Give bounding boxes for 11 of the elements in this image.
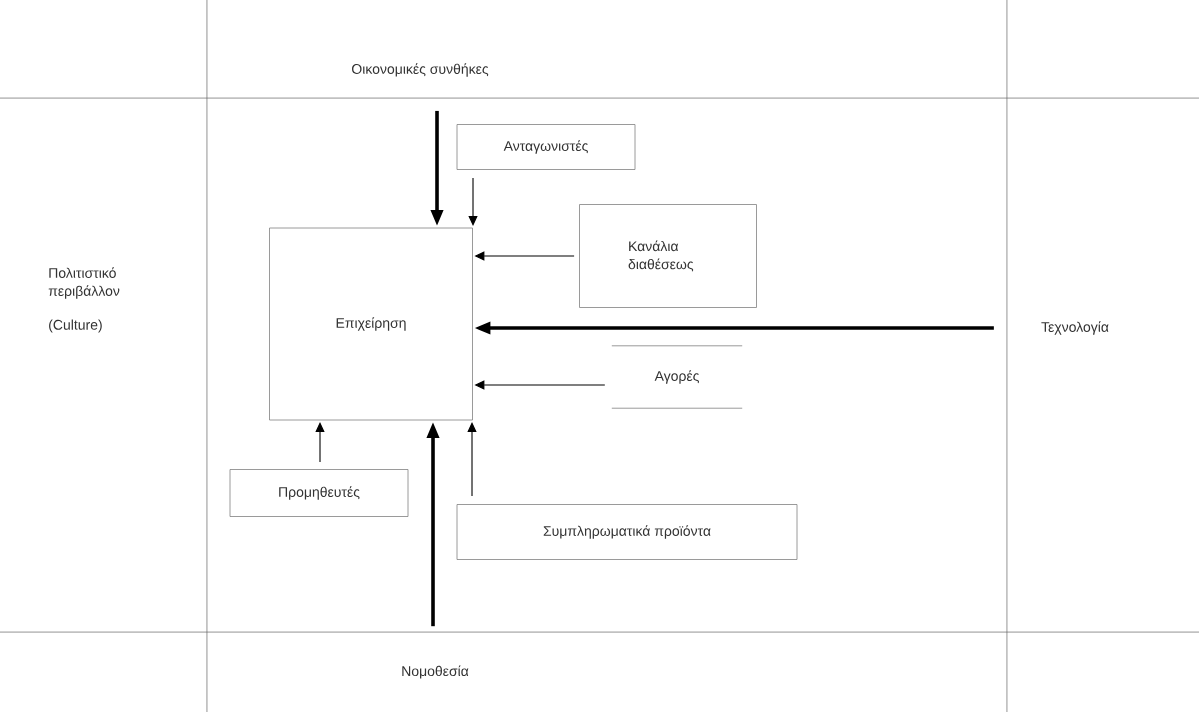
band-label: Οικονομικές συνθήκες	[352, 63, 489, 77]
process-box: Αγορές	[611, 345, 743, 409]
process-box: Επιχείρηση	[269, 227, 473, 421]
process-box: Συμπληρωματικά προϊόντα	[456, 504, 798, 560]
side-label: Πολιτιστικό περιβάλλον	[48, 267, 120, 299]
process-box: Ανταγωνιστές	[456, 124, 636, 170]
process-box: Προμηθευτές	[229, 469, 409, 517]
band-label: Τεχνολογία	[1041, 321, 1109, 335]
side-label: (Culture)	[49, 319, 102, 333]
process-box: Κανάλια διαθέσεως	[579, 204, 757, 308]
band-label: Νομοθεσία	[402, 665, 469, 679]
